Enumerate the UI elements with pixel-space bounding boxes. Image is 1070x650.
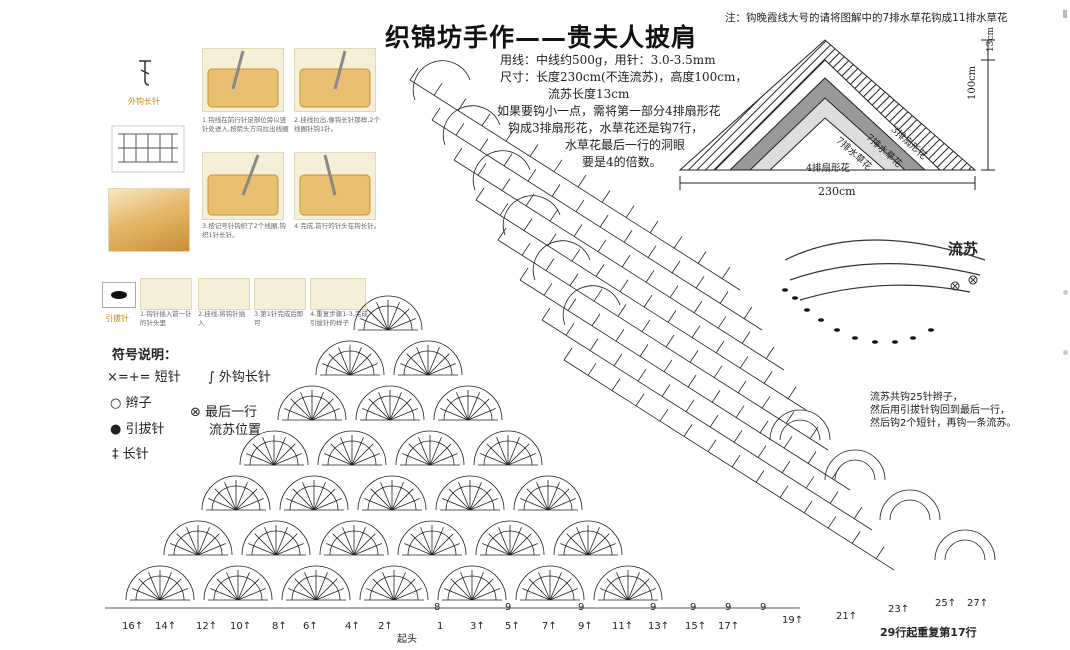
legend-symbol-sl: ● bbox=[110, 422, 122, 437]
inline-row-number: 9 bbox=[725, 602, 732, 613]
row-label-right: 3↑ bbox=[470, 621, 485, 632]
outer-long-stitch-symbol bbox=[133, 58, 157, 88]
slip-stitch-label: 引拔针 bbox=[105, 314, 129, 323]
caption-slip-4: 4.重复步骤1-3,完成,引拔针的样子 bbox=[310, 310, 370, 327]
outer-long-stitch-icon bbox=[139, 60, 151, 86]
inline-row-number: 9 bbox=[690, 602, 697, 613]
step-photo-3 bbox=[202, 152, 284, 220]
spec-fringe-length: 流苏长度13cm bbox=[548, 87, 630, 101]
caption-step-1: 1.钩线在前行针足部位旁以竖针处进入,按箭头方向拉出线圈 bbox=[202, 116, 289, 133]
scroll-marker-top bbox=[1063, 10, 1067, 18]
row-label-left: 10↑ bbox=[230, 621, 252, 632]
swatch-photo bbox=[108, 188, 190, 252]
legend-symbol-dc: ‡ bbox=[112, 447, 119, 462]
legend-item-sl: ● 引拔针 bbox=[110, 418, 165, 437]
row-label-left: 14↑ bbox=[155, 621, 177, 632]
row-label-right: 11↑ bbox=[612, 621, 634, 632]
spec-tip-1: 如果要钩小一点，需将第一部分4排扇形花 bbox=[497, 104, 721, 118]
row-label-right: 17↑ bbox=[718, 621, 740, 632]
row-label-left: 4↑ bbox=[345, 621, 360, 632]
row-label-left: 2↑ bbox=[378, 621, 393, 632]
legend-symbol-fpdc: ∫ bbox=[208, 370, 215, 385]
spec-yarn: 用线：中线约500g，用针：3.0-3.5mm bbox=[500, 53, 716, 67]
slip-stitch-icon bbox=[111, 291, 127, 299]
row-label-right: 27↑ bbox=[967, 598, 989, 609]
spec-tip-2: 钩成3排扇形花，水草花还是钩7行， bbox=[508, 121, 704, 135]
slip-photo-4 bbox=[310, 278, 366, 310]
scroll-dot-1 bbox=[1063, 290, 1068, 295]
inline-row-number: 8 bbox=[434, 602, 441, 613]
caption-step-2: 2.挂线拉出,像钩长针那样,2个线圈针钩1针。 bbox=[294, 116, 380, 133]
slip-photo-1 bbox=[140, 278, 192, 310]
legend-text-sc: 短针 bbox=[154, 370, 181, 385]
start-label: 起头 bbox=[397, 634, 417, 645]
row-label-left: 16↑ bbox=[122, 621, 144, 632]
legend-text-fringe-pos: 流苏位置 bbox=[209, 423, 262, 438]
schematic-band-4 bbox=[768, 117, 887, 171]
step-photo-4 bbox=[294, 152, 376, 220]
row-label-right: 9↑ bbox=[578, 621, 593, 632]
scroll-dot-2 bbox=[1063, 350, 1068, 355]
legend-item-ch: ○ 辫子 bbox=[110, 392, 152, 411]
row-label-right: 25↑ bbox=[935, 598, 957, 609]
caption-slip-2: 2.挂线,将钩针插入 bbox=[198, 310, 246, 327]
row-label-right: 13↑ bbox=[648, 621, 670, 632]
fringe-title: 流苏 bbox=[948, 240, 979, 258]
row-label-right: 1 bbox=[437, 621, 444, 632]
step-photo-1 bbox=[202, 48, 284, 112]
row-label-left: 6↑ bbox=[303, 621, 318, 632]
inline-row-number: 9 bbox=[760, 602, 767, 613]
chart-stitch-lines bbox=[105, 60, 996, 609]
spec-tip-3: 水草花最后一行的洞眼 bbox=[565, 138, 686, 152]
fringe-diagram bbox=[782, 239, 986, 344]
row-label-right: 15↑ bbox=[685, 621, 707, 632]
row-label-right: 21↑ bbox=[836, 611, 858, 622]
spec-tip-4: 要是4的倍数。 bbox=[582, 155, 662, 169]
step-photo-2 bbox=[294, 48, 376, 112]
legend-item-dc: ‡ 长针 bbox=[112, 443, 149, 462]
fringe-text-2: 然后用引拔针钩回到最后一行， bbox=[870, 405, 1010, 416]
inline-row-number: 9 bbox=[578, 602, 585, 613]
legend-text-fpdc: 外钩长针 bbox=[218, 370, 271, 385]
caption-slip-3: 3.第1针完成后即可 bbox=[254, 310, 304, 327]
page-title: 织锦坊手作——贵夫人披肩 bbox=[385, 23, 698, 52]
legend-symbol-last-row: ⊗ bbox=[190, 405, 201, 420]
legend-item-sc: ×=+= 短针 bbox=[107, 366, 181, 385]
repeat-note: 29行起重复第17行 bbox=[880, 626, 977, 639]
row-label-left: 8↑ bbox=[272, 621, 287, 632]
spec-size: 尺寸：长度230cm(不连流苏)，高度100cm， bbox=[500, 70, 748, 84]
fringe-text-3: 然后钩2个短针，再钩一条流苏。 bbox=[870, 418, 1017, 429]
schematic-fringe-label: 13cm bbox=[986, 26, 996, 52]
shawl-schematic bbox=[678, 39, 995, 190]
inline-row-number: 9 bbox=[650, 602, 657, 613]
outer-long-stitch-label: 外钩长针 bbox=[128, 97, 160, 106]
schematic-band-label-4: 4排扇形花 bbox=[806, 163, 851, 174]
legend-text-sl: 引拔针 bbox=[125, 422, 165, 437]
inline-row-number: 9 bbox=[505, 602, 512, 613]
legend-symbol-sc: ×=+= bbox=[107, 370, 151, 385]
note-text: 注：钩晚霞线大号的请将图解中的7排水草花钩成11排水草花 bbox=[725, 12, 1008, 24]
legend-text-last-row: 最后一行 bbox=[205, 405, 258, 420]
legend-item-fpdc: ∫ 外钩长针 bbox=[208, 366, 271, 385]
slip-photo-2 bbox=[198, 278, 250, 310]
legend-text-ch: 辫子 bbox=[125, 396, 152, 411]
caption-step-4: 4.完成,前行的针头在钩长针。 bbox=[294, 222, 381, 230]
row-label-left: 12↑ bbox=[196, 621, 218, 632]
legend-text-dc: 长针 bbox=[122, 447, 149, 462]
legend-title: 符号说明： bbox=[112, 348, 178, 363]
caption-step-3: 3.按记号针钩织了2个线圈,钩织1针长针。 bbox=[202, 222, 286, 239]
schematic-width-label: 230cm bbox=[818, 185, 856, 198]
slip-photo-3 bbox=[254, 278, 306, 310]
fringe-text-1: 流苏共钩25针辫子， bbox=[870, 392, 963, 403]
crochet-chart bbox=[105, 60, 996, 609]
legend-symbol-ch: ○ bbox=[110, 396, 122, 411]
row-label-right: 5↑ bbox=[505, 621, 520, 632]
row-label-right: 23↑ bbox=[888, 604, 910, 615]
legend-item-last-row: ⊗ 最后一行 bbox=[190, 401, 257, 420]
stitch-mini-diagram bbox=[108, 122, 188, 177]
caption-slip-1: 1.钩针插入前一针的针头里 bbox=[140, 310, 192, 327]
slip-stitch-symbol bbox=[102, 282, 136, 308]
row-label-right: 7↑ bbox=[542, 621, 557, 632]
row-label-right: 19↑ bbox=[782, 615, 804, 626]
